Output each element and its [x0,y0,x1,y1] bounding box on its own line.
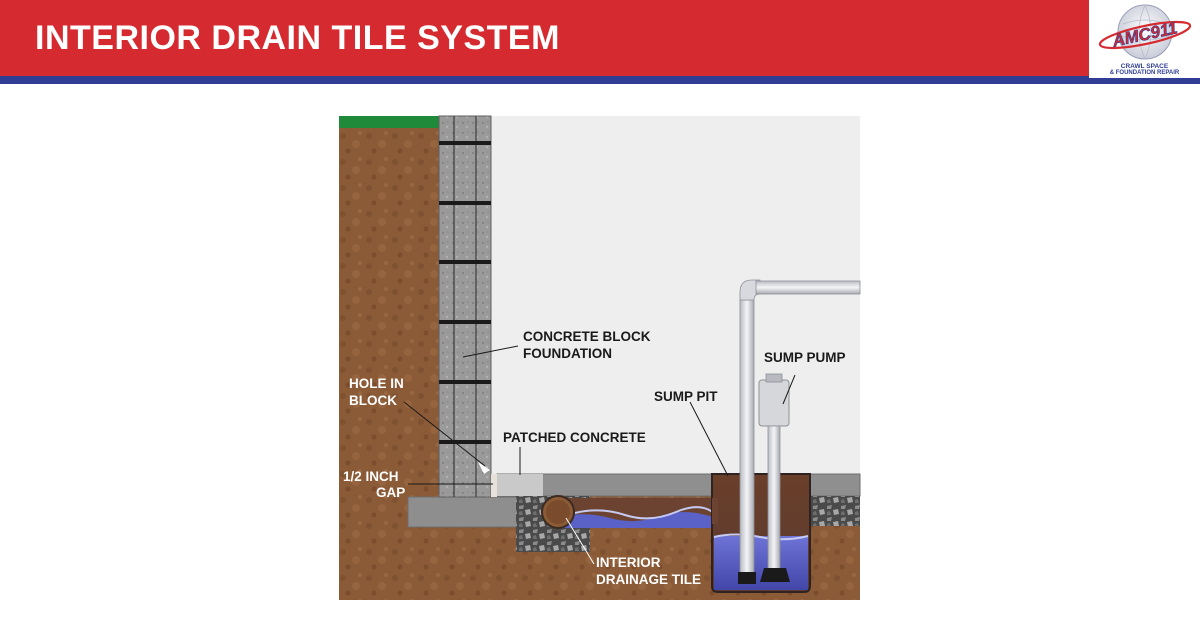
header-bar [0,0,1200,76]
label-interior: INTERIOR [596,555,661,570]
gravel-bed-right [808,496,860,526]
label-concrete-block: CONCRETE BLOCK [523,329,651,344]
pump-pipe [767,425,781,571]
logo-tagline-2: & FOUNDATION REPAIR [1109,70,1180,76]
label-hole-in: HOLE IN [349,376,404,391]
concrete-block-wall [438,115,492,498]
label-drainage-tile: DRAINAGE TILE [596,572,701,587]
label-sump-pump: SUMP PUMP [764,350,846,365]
block-mortar-joints [439,141,491,444]
label-patched-concrete: PATCHED CONCRETE [503,430,646,445]
half-inch-gap [491,474,497,497]
pipe-elbow [739,279,761,301]
grass-strip [339,116,439,128]
pump-base [760,568,790,582]
header-stripe [0,76,1200,84]
discharge-pipe-horizontal [755,280,861,295]
basement-interior [490,116,860,474]
page-title: INTERIOR DRAIN TILE SYSTEM [35,19,560,57]
label-sump-pit: SUMP PIT [654,389,718,404]
patched-concrete [497,474,543,496]
drain-water [560,511,716,528]
label-gap: GAP [376,485,405,500]
hole-in-block [478,462,490,474]
logo-tagline-1: CRAWL SPACE [1120,63,1169,70]
check-valve-base [738,572,756,584]
discharge-pipe-vertical [739,299,755,577]
tile-leader [565,517,595,565]
sump-pump [758,379,790,427]
footing [407,496,526,528]
label-foundation: FOUNDATION [523,346,612,361]
leader-lines [403,345,796,485]
label-half-inch: 1/2 INCH [343,469,399,484]
logo-globe-icon: AMC911 [1098,4,1192,60]
label-block: BLOCK [349,393,397,408]
